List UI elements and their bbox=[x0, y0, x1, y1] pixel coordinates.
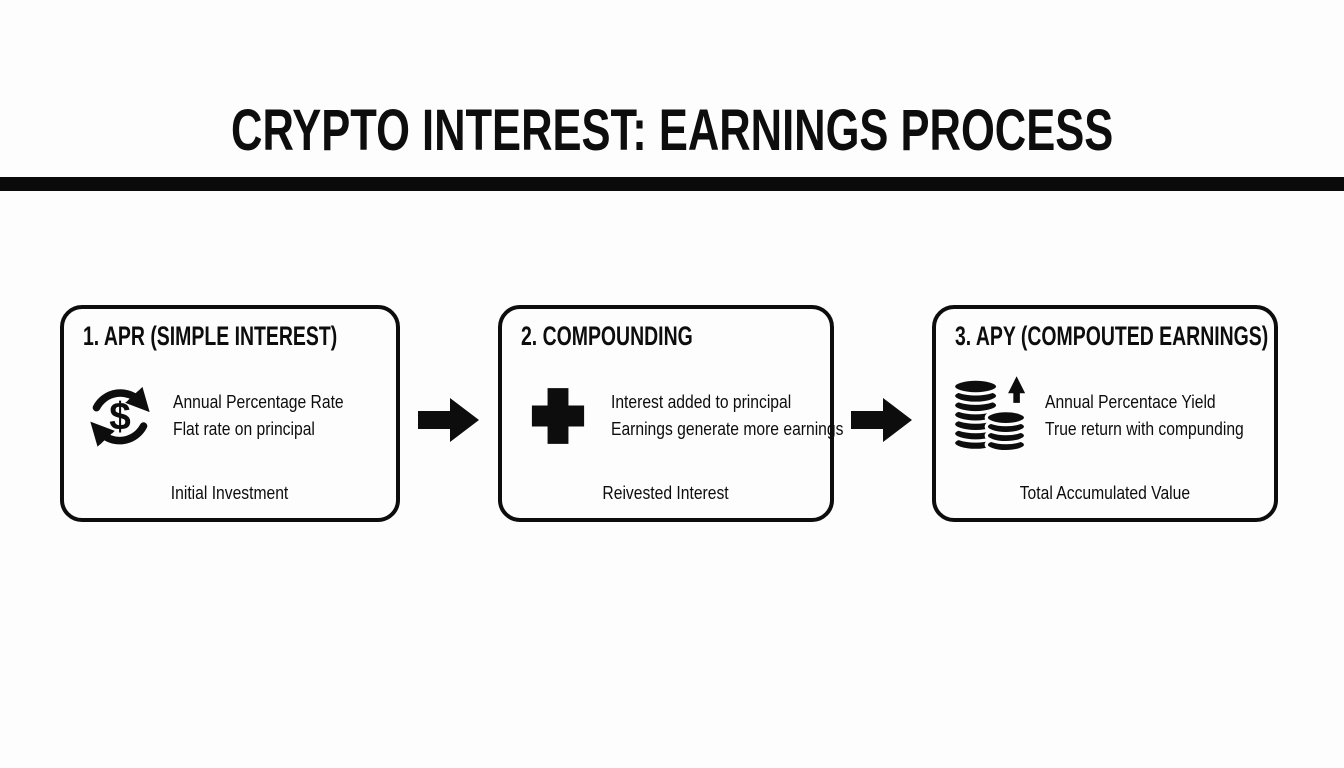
step-heading: 3. APY (COMPOUTED EARNINGS) bbox=[955, 321, 1269, 351]
coins-up-icon bbox=[950, 374, 1034, 458]
svg-text:$: $ bbox=[109, 395, 130, 438]
dollar-cycle-icon: $ bbox=[78, 374, 162, 458]
plus-icon bbox=[516, 374, 600, 458]
step-footer-row: Reivested Interest bbox=[502, 483, 830, 518]
step-heading-row: 2. COMPOUNDING bbox=[502, 309, 830, 352]
page-title-text: CRYPTO INTEREST: EARNINGS PROCESS bbox=[230, 98, 1114, 163]
step-footer: Initial Investment bbox=[171, 483, 289, 503]
step-description-line1: Annual Percentace Yield bbox=[1045, 392, 1216, 413]
step-card-apy: 3. APY (COMPOUTED EARNINGS) bbox=[932, 305, 1278, 522]
step-footer: Reivested Interest bbox=[602, 483, 730, 503]
step-description-line2: Flat rate on principal bbox=[173, 419, 315, 440]
step-footer: Total Accumulated Value bbox=[1019, 483, 1191, 503]
step-heading: 2. COMPOUNDING bbox=[521, 321, 693, 351]
step-description-line2: Earnings generate more earnings bbox=[611, 419, 844, 440]
step-description-line1: Annual Percentage Rate bbox=[173, 392, 344, 413]
step-card-apr: 1. APR (SIMPLE INTEREST) $ Annual Percen… bbox=[60, 305, 400, 522]
step-heading-row: 1. APR (SIMPLE INTEREST) bbox=[64, 309, 396, 352]
step-body: Annual Percentace Yield True return with… bbox=[950, 374, 1274, 458]
step-description: Annual Percentace Yield True return with… bbox=[1045, 389, 1273, 443]
page-title: CRYPTO INTEREST: EARNINGS PROCESS bbox=[0, 96, 1344, 166]
step-footer-row: Initial Investment bbox=[64, 483, 396, 518]
step-card-compounding: 2. COMPOUNDING Interest added to princip… bbox=[498, 305, 843, 522]
right-arrow-icon bbox=[418, 397, 480, 443]
step-description-line1: Interest added to principal bbox=[611, 392, 792, 413]
step-body: Interest added to principal Earnings gen… bbox=[516, 374, 843, 458]
step-footer-row: Total Accumulated Value bbox=[936, 483, 1274, 518]
step-body: $ Annual Percentage Rate Flat rate on pr… bbox=[78, 374, 396, 458]
divider-rule bbox=[0, 177, 1344, 191]
step-heading-row: 3. APY (COMPOUTED EARNINGS) bbox=[936, 309, 1274, 352]
step-description: Annual Percentage Rate Flat rate on prin… bbox=[173, 389, 369, 443]
right-arrow-icon bbox=[851, 397, 913, 443]
step-heading: 1. APR (SIMPLE INTEREST) bbox=[83, 321, 338, 351]
step-description-line2: True return with compunding bbox=[1045, 419, 1244, 440]
step-description: Interest added to principal Earnings gen… bbox=[611, 389, 878, 443]
